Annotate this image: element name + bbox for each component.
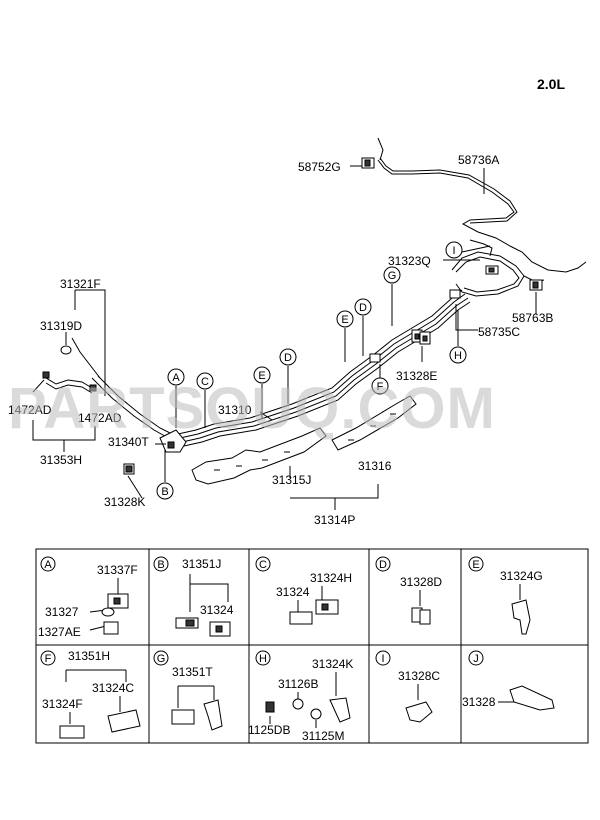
detail-F[interactable]: F 31351H 31324C 31324F bbox=[40, 649, 141, 739]
detail-C[interactable]: C 31324H 31324 bbox=[255, 556, 352, 625]
svg-text:31324F: 31324F bbox=[42, 697, 83, 711]
watermark: PARTSOUQ.COM bbox=[8, 376, 496, 441]
clip-cluster-31328E bbox=[411, 329, 431, 345]
svg-text:31324: 31324 bbox=[200, 603, 234, 617]
fitting-1472AD-right bbox=[89, 384, 97, 392]
callout-H[interactable]: H bbox=[449, 346, 467, 364]
svg-text:E: E bbox=[341, 314, 348, 326]
svg-text:H: H bbox=[454, 350, 462, 362]
protector-31316 bbox=[331, 395, 417, 451]
callout-F[interactable]: F bbox=[371, 377, 389, 395]
svg-text:31327: 31327 bbox=[45, 605, 79, 619]
svg-text:31324C: 31324C bbox=[92, 681, 134, 695]
connector-31323Q bbox=[485, 265, 499, 275]
clip-58763B bbox=[529, 279, 543, 291]
detail-H[interactable]: H 31324K 31126B 1125DB 31125M bbox=[248, 650, 353, 743]
svg-text:E: E bbox=[258, 370, 265, 382]
detail-B[interactable]: B 31351J 31324 bbox=[153, 556, 234, 637]
label-31328K: 31328K bbox=[104, 495, 145, 509]
label-31353H: 31353H bbox=[40, 453, 82, 467]
svg-text:B: B bbox=[161, 486, 168, 498]
callout-D-lower[interactable]: D bbox=[279, 348, 297, 366]
svg-text:A: A bbox=[172, 372, 180, 384]
svg-text:31351T: 31351T bbox=[172, 665, 213, 679]
svg-text:31324K: 31324K bbox=[312, 657, 353, 671]
grommet-31319D bbox=[60, 345, 72, 355]
svg-text:C: C bbox=[259, 559, 267, 571]
detail-grid: A 31337F 31327 1327AE B 31351J 31324 C 3… bbox=[35, 548, 589, 744]
callout-B[interactable]: B bbox=[156, 482, 174, 500]
fitting-1472AD-left bbox=[42, 371, 50, 379]
callout-C[interactable]: C bbox=[196, 372, 214, 390]
callout-D[interactable]: D bbox=[354, 298, 372, 316]
callout-E[interactable]: E bbox=[336, 310, 354, 328]
svg-text:D: D bbox=[284, 352, 292, 364]
svg-text:D: D bbox=[379, 559, 387, 571]
label-31316: 31316 bbox=[358, 459, 392, 473]
engine-label: 2.0L bbox=[537, 76, 565, 92]
callout-A[interactable]: A bbox=[167, 368, 185, 386]
svg-text:31351J: 31351J bbox=[182, 557, 221, 571]
detail-J[interactable]: J 31328 bbox=[462, 650, 555, 711]
label-1472AD-left: 1472AD bbox=[8, 403, 52, 417]
svg-text:A: A bbox=[44, 559, 52, 571]
bracket-31340T bbox=[159, 429, 187, 453]
svg-text:31328: 31328 bbox=[462, 695, 496, 709]
svg-text:F: F bbox=[377, 381, 384, 393]
label-58735C: 58735C bbox=[478, 325, 520, 339]
svg-text:F: F bbox=[45, 653, 52, 665]
label-31328E: 31328E bbox=[396, 369, 437, 383]
svg-text:B: B bbox=[157, 559, 164, 571]
label-31319D: 31319D bbox=[40, 319, 82, 333]
svg-text:31351H: 31351H bbox=[68, 649, 110, 663]
svg-text:J: J bbox=[473, 653, 479, 665]
callout-G[interactable]: G bbox=[383, 266, 401, 284]
label-58736A: 58736A bbox=[458, 153, 499, 167]
svg-text:31324H: 31324H bbox=[310, 571, 352, 585]
svg-text:1125DB: 1125DB bbox=[248, 723, 290, 737]
label-31340T: 31340T bbox=[108, 435, 149, 449]
protector-31315J bbox=[191, 427, 327, 485]
svg-text:31328C: 31328C bbox=[398, 669, 440, 683]
detail-D[interactable]: D 31328D bbox=[375, 556, 442, 625]
svg-text:31126B: 31126B bbox=[278, 677, 318, 691]
svg-text:1327AE: 1327AE bbox=[38, 625, 81, 639]
label-31321F: 31321F bbox=[60, 277, 101, 291]
svg-text:31337F: 31337F bbox=[97, 563, 138, 577]
label-1472AD-right: 1472AD bbox=[78, 411, 122, 425]
label-31323Q: 31323Q bbox=[388, 254, 431, 268]
svg-text:31324: 31324 bbox=[276, 585, 310, 599]
callout-E-lower[interactable]: E bbox=[253, 366, 271, 384]
callout-I[interactable]: I bbox=[445, 241, 463, 259]
detail-A[interactable]: A 31337F 31327 1327AE bbox=[38, 556, 138, 639]
svg-text:31125M: 31125M bbox=[302, 729, 344, 743]
svg-text:C: C bbox=[201, 376, 209, 388]
main-drawing: A B C E D E D F G H I 58752G 58736A 3132… bbox=[8, 137, 587, 527]
svg-text:D: D bbox=[359, 302, 367, 314]
svg-text:G: G bbox=[388, 270, 397, 282]
svg-text:I: I bbox=[381, 653, 384, 665]
svg-text:H: H bbox=[259, 653, 267, 665]
detail-I[interactable]: I 31328C bbox=[375, 650, 440, 723]
label-31310: 31310 bbox=[218, 403, 252, 417]
svg-text:31324G: 31324G bbox=[500, 569, 543, 583]
detail-G[interactable]: G 31351T bbox=[153, 650, 223, 731]
svg-text:31328D: 31328D bbox=[400, 575, 442, 589]
svg-text:I: I bbox=[452, 245, 455, 257]
svg-text:G: G bbox=[157, 653, 166, 665]
clip-58752G bbox=[361, 157, 375, 169]
label-58752G: 58752G bbox=[298, 160, 341, 174]
label-58763B: 58763B bbox=[512, 311, 553, 325]
svg-text:E: E bbox=[472, 559, 479, 571]
label-31314P: 31314P bbox=[314, 513, 355, 527]
detail-E[interactable]: E 31324G bbox=[468, 556, 543, 635]
clip-31328K bbox=[123, 463, 135, 475]
label-31315J: 31315J bbox=[272, 473, 311, 487]
